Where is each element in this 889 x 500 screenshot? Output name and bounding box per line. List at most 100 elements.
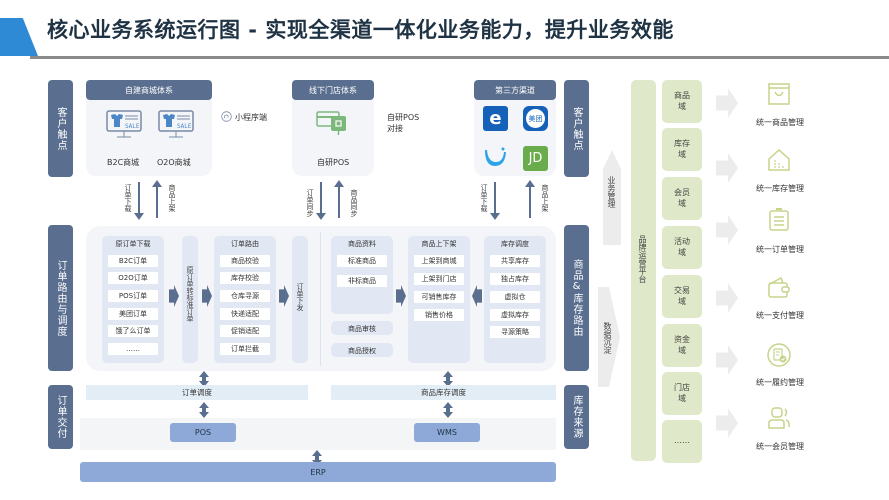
stock-item-exclusive: 独占库存: [490, 273, 540, 285]
goods-auth-label: 商品授权: [348, 347, 376, 355]
self-down-arrow: [134, 182, 144, 220]
mini-program-label: 小程序端: [235, 113, 267, 122]
source-item-more: ……: [108, 343, 158, 355]
source-download-header: 原订单下载: [115, 240, 151, 248]
convert-column: [182, 236, 198, 363]
goods-item-nonstandard: 非标商品: [337, 275, 387, 287]
baidu-smile-app-icon: [485, 147, 506, 166]
systems-row: [80, 418, 556, 450]
routing-item-express: 快递适配: [220, 308, 270, 320]
o2o-mall-label: O2O商城: [157, 158, 191, 167]
mgmt-arrow-4: [716, 283, 738, 313]
mgmt-arrow-2: [716, 153, 738, 183]
brand-platform-bar: [631, 80, 656, 461]
title-divider: [30, 56, 889, 59]
stock-item-virtual-stock: 虚拟库存: [490, 309, 540, 321]
domain-more-label: ……: [674, 436, 690, 446]
domain-fund: 资金域: [662, 324, 702, 367]
domain-activity: 活动域: [662, 226, 702, 269]
title-accent-tab: [0, 18, 38, 56]
warehouse-icon: [768, 148, 790, 171]
pos-system-box: POS: [170, 423, 236, 442]
shopping-bag-icon: [768, 83, 790, 105]
order-dispatch-bar: 订单调度: [86, 385, 308, 400]
mgmt-fulfillment-label: 统一履约管理: [756, 378, 804, 387]
order-dispatch-up-double-arrow: [199, 371, 209, 387]
third-down-arrow: [490, 182, 500, 220]
routing-divider: [320, 232, 321, 366]
shelf-header: 商品上下架: [421, 240, 457, 248]
order-list-icon: [769, 208, 789, 231]
wms-system-box: WMS: [414, 423, 480, 442]
third-order-download-label: 订单下载: [480, 184, 488, 212]
shelf-item-sellable-stock: 可销售库存: [414, 291, 464, 303]
source-item-b2c: B2C订单: [108, 255, 158, 267]
source-item-o2o: O2O订单: [108, 272, 158, 284]
domain-member: 会员域: [662, 177, 702, 220]
stock-item-shared: 共享库存: [490, 255, 540, 267]
left-sidebar-touchpoint: 客户触点: [48, 80, 73, 177]
business-mgmt-label: 业务管理: [607, 176, 616, 208]
right-sidebar-stock-source: 库存来源: [564, 385, 589, 449]
shelf-item-store: 上架到门店: [414, 273, 464, 285]
pos-integration-label-line1: 自研POS: [387, 113, 420, 122]
third-up-arrow: [525, 180, 535, 218]
pos-up-arrow: [334, 180, 344, 218]
mgmt-arrow-1: [716, 88, 738, 118]
mgmt-arrow-5: [716, 345, 738, 375]
brand-platform-label: 品牌运营平台: [638, 235, 647, 283]
data-precipitation-label: 数据沉淀: [603, 322, 612, 354]
flow-arrow-2: [202, 285, 212, 307]
goods-review-label: 商品审核: [348, 325, 376, 333]
order-dispatch-down-double-arrow: [199, 402, 209, 418]
domain-more: ……: [662, 420, 702, 463]
shelf-item-price: 销售价格: [414, 309, 464, 321]
flow-arrow-5: [472, 285, 482, 307]
source-item-meituan: 美团订单: [108, 308, 158, 320]
mgmt-member-label: 统一会员管理: [756, 442, 804, 451]
domain-trade: 交易域: [662, 275, 702, 318]
dispatch-column: [292, 236, 308, 363]
pos-order-sync-label: 订单同步: [306, 189, 314, 217]
self-up-arrow: [152, 180, 162, 218]
stock-dispatch-down-double-arrow: [443, 402, 453, 418]
mgmt-payment-label: 统一支付管理: [756, 311, 804, 320]
business-mgmt-arrow: [603, 150, 621, 245]
source-item-eleme: 饿了么订单: [108, 325, 158, 337]
source-item-pos: POS订单: [108, 290, 158, 302]
svg-text:SALE: SALE: [177, 123, 192, 130]
flow-arrow-3: [279, 285, 289, 307]
pos-down-arrow: [316, 182, 326, 220]
mgmt-arrow-6: [716, 408, 738, 438]
erp-system-bar: ERP: [80, 462, 556, 482]
jd-app-icon: JD: [523, 146, 548, 171]
routing-item-stock-check: 库存校验: [220, 272, 270, 284]
domain-store: 门店域: [662, 372, 702, 415]
o2o-monitor-sale-icon: SALE: [158, 110, 194, 138]
routing-item-intercept: 订单拦截: [220, 343, 270, 355]
domain-trade-label: 交易域: [674, 286, 690, 306]
pos-goods-sync-label: 商品同步: [350, 189, 358, 217]
meituan-app-icon: 美团: [523, 106, 548, 131]
goods-auth-box: [331, 343, 393, 357]
goods-stock-dispatch-bar: 商品库存调度: [331, 385, 556, 400]
self-order-download-label: 订单下载: [124, 184, 132, 212]
goods-review-box: [331, 321, 393, 335]
mgmt-goods-label: 统一商品管理: [756, 118, 804, 127]
wallet-icon: [768, 276, 790, 298]
third-goods-shelf-label: 商品上架: [541, 184, 549, 212]
self-pos-label: 自研POS: [317, 158, 350, 167]
flow-arrow-1: [169, 285, 179, 307]
routing-item-warehouse-source: 仓库寻源: [220, 290, 270, 302]
mini-program-icon: [221, 111, 232, 122]
self-mall-header: 自建商城体系: [86, 80, 212, 100]
stock-item-sourcing-strategy: 寻源策略: [490, 326, 540, 338]
domain-stock: 库存域: [662, 128, 702, 171]
third-party-header: 第三方渠道: [474, 80, 556, 100]
eleme-app-icon: e: [483, 106, 508, 131]
routing-item-goods-check: 商品校验: [220, 255, 270, 267]
order-routing-header: 订单路由: [231, 240, 259, 248]
domain-member-label: 会员域: [674, 188, 690, 208]
left-sidebar-order-delivery: 订单交付: [48, 385, 73, 449]
